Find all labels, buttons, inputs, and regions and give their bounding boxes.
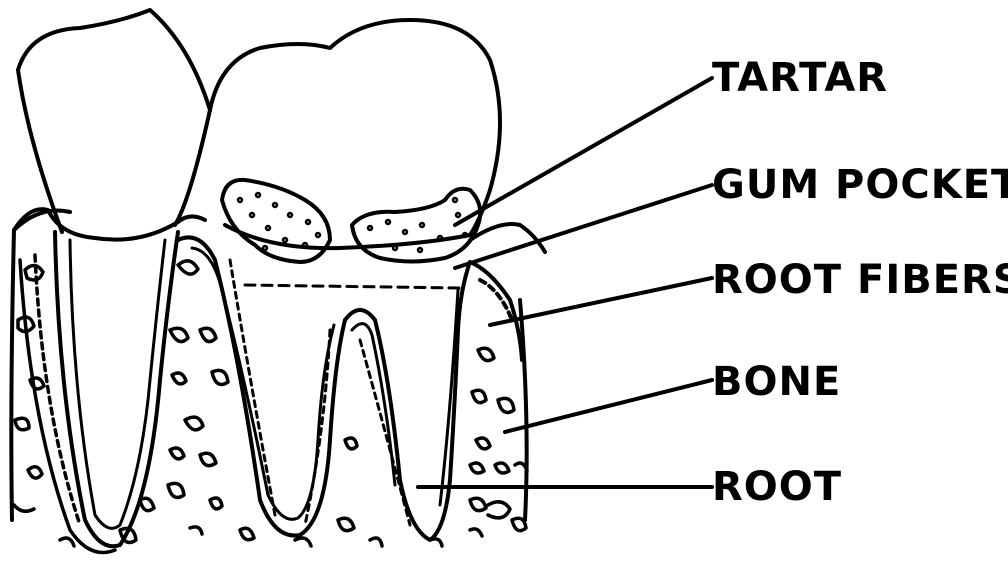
- tartar-deposits: [222, 180, 480, 262]
- middle-crown-base: [225, 225, 470, 248]
- left-tooth-crown: [18, 10, 210, 232]
- label-bone: BONE: [712, 362, 841, 402]
- label-gum-pocket: GUM POCKET: [712, 165, 1008, 205]
- right-gum-line: [470, 224, 545, 252]
- leader-root-fibers: [490, 278, 712, 325]
- label-root-fibers: ROOT FIBERS: [712, 260, 1008, 300]
- leader-tartar: [455, 78, 712, 225]
- left-tooth: [14, 10, 210, 546]
- middle-tooth: [178, 20, 545, 540]
- label-root: ROOT: [712, 467, 842, 507]
- middle-tooth-left-root: [178, 238, 345, 536]
- left-tooth-root-inner: [70, 240, 165, 528]
- right-gum-tissue: [470, 262, 522, 360]
- label-tartar: TARTAR: [712, 58, 888, 98]
- leader-bone: [505, 380, 712, 432]
- gum-pocket-dashed-line: [245, 285, 460, 288]
